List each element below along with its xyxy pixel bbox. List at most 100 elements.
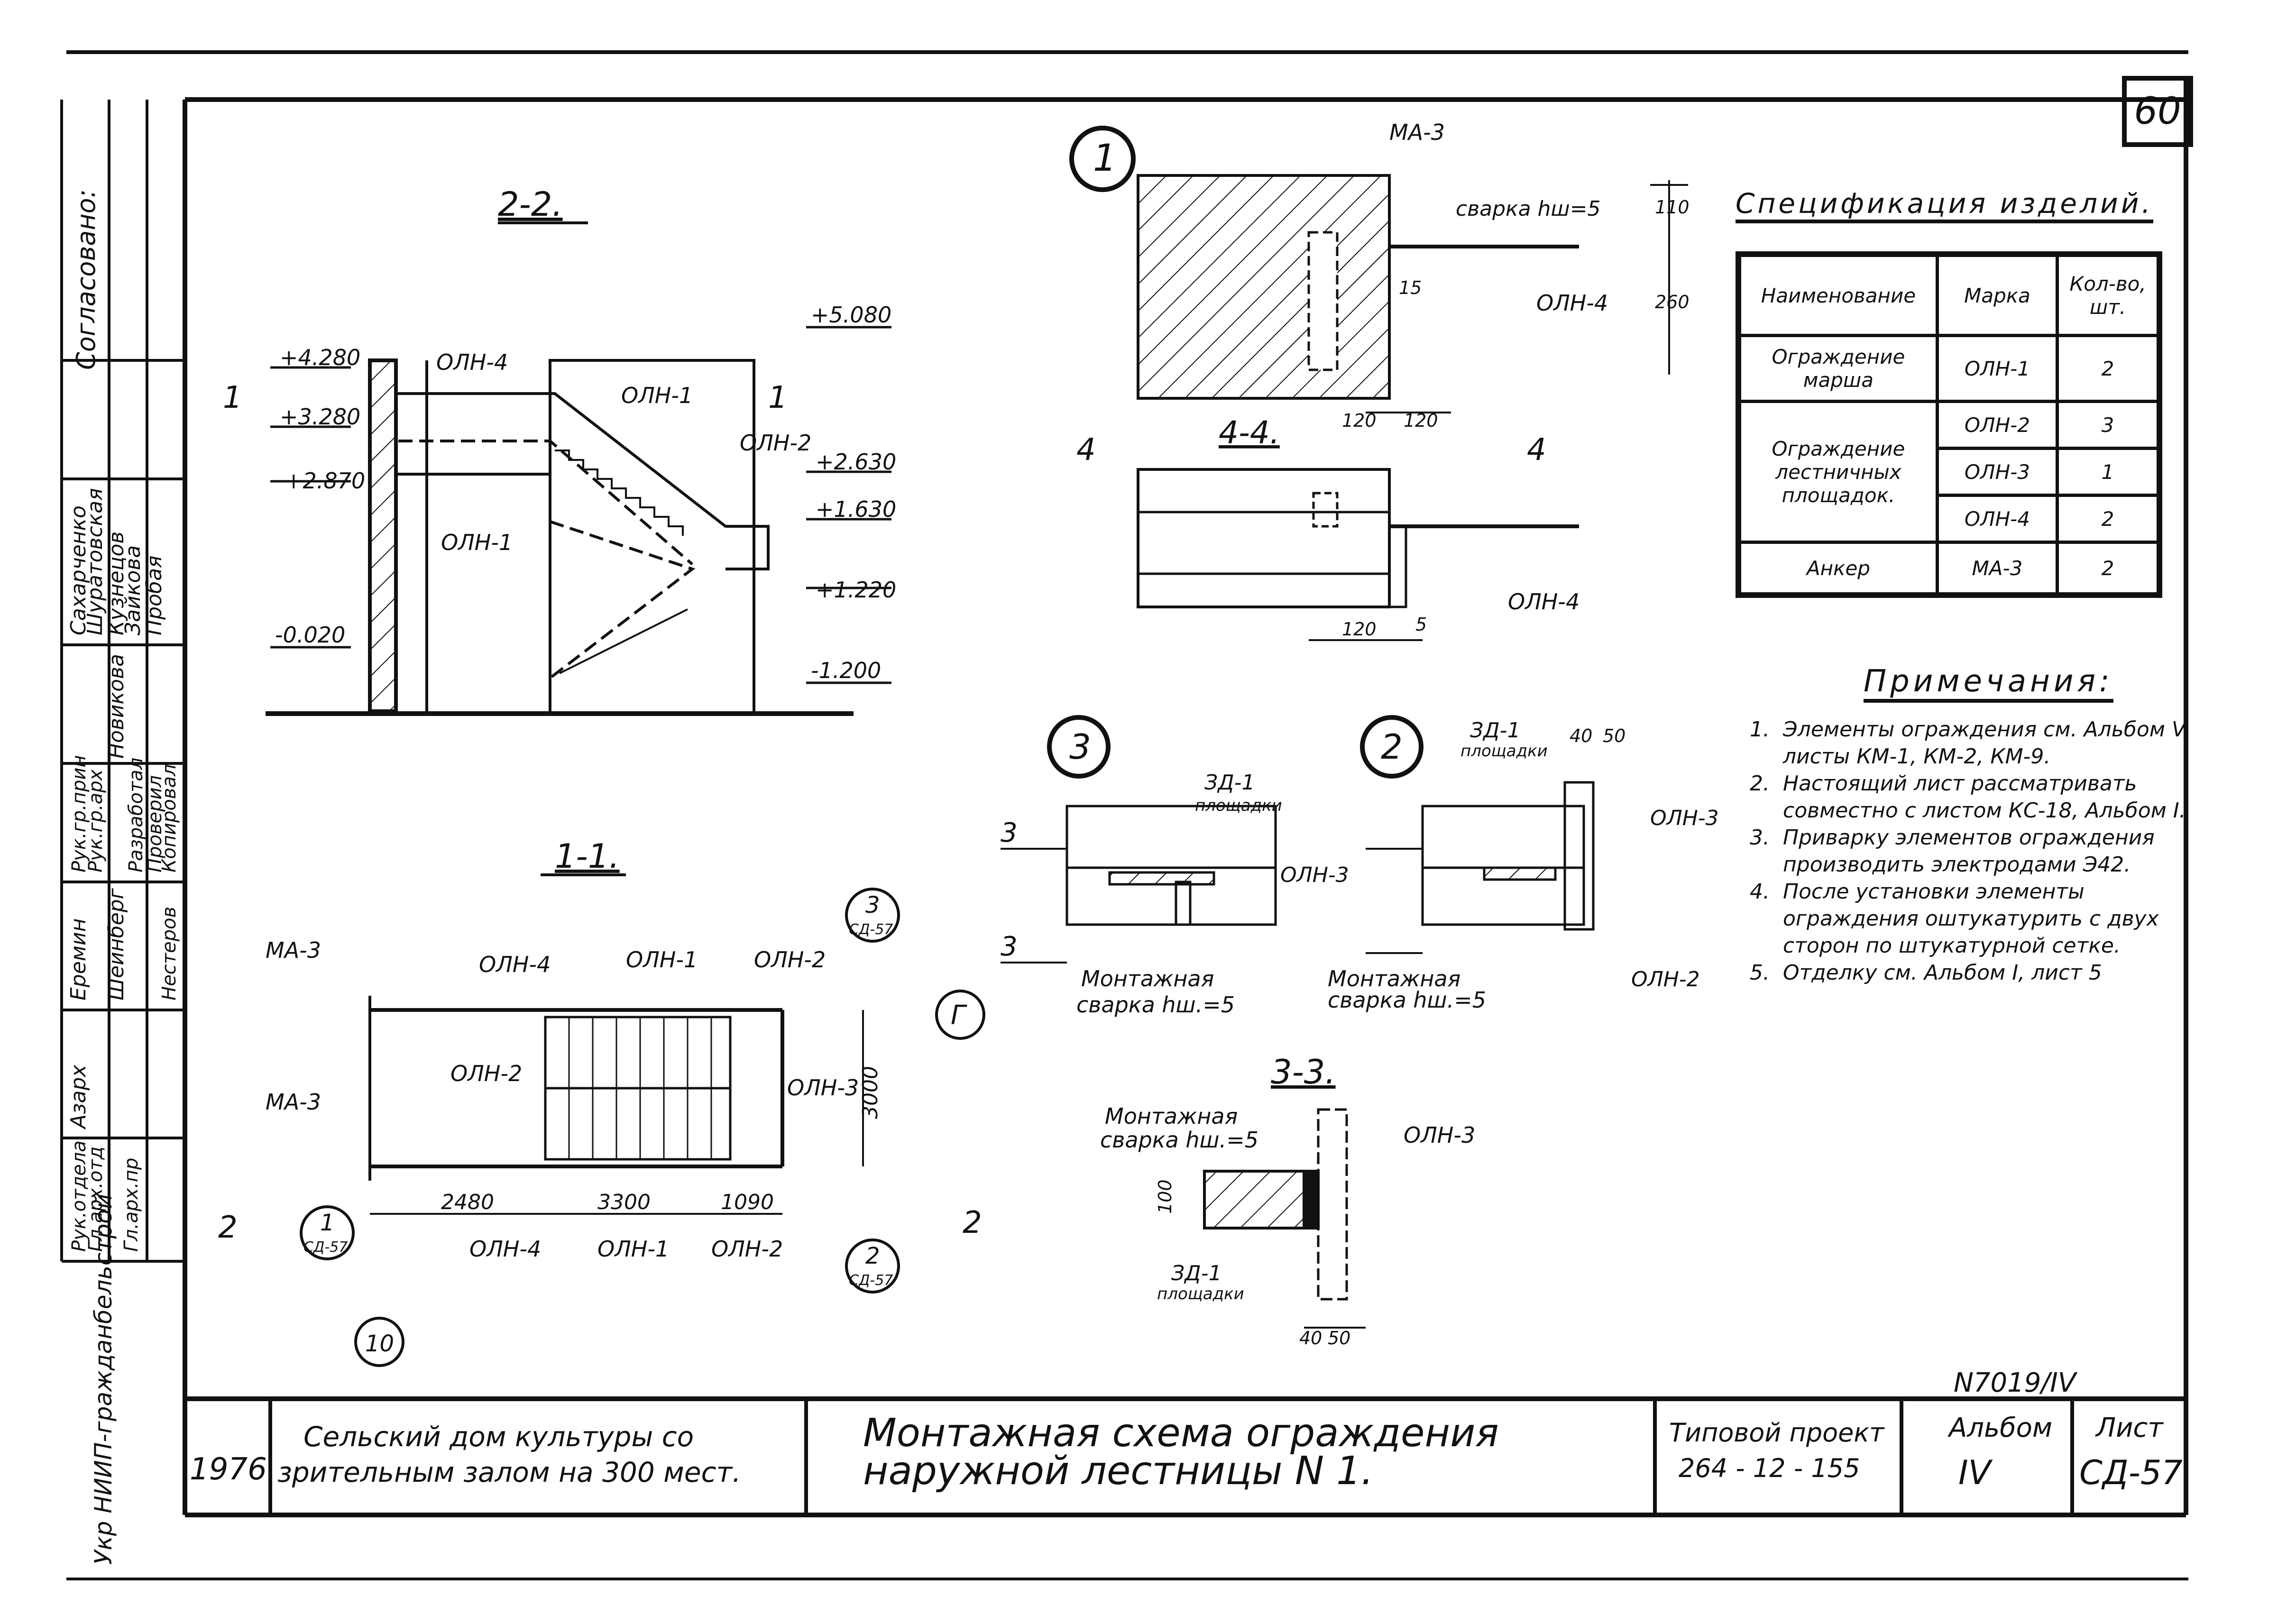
table-row: Ограждение марша ОЛН-1 2 — [1736, 334, 2161, 403]
stamp-role2-2: Проверил — [144, 775, 166, 872]
label-oln4-c: ОЛН-4 — [1508, 589, 1580, 615]
label-oln3-a: ОЛН-3 — [787, 1075, 859, 1101]
spec-qty: 1 — [2056, 447, 2161, 497]
cut-4-right: 4 — [1527, 432, 1546, 468]
elev-1220: +1.220 — [816, 577, 896, 603]
elev-5080: +5.080 — [811, 302, 891, 328]
elev-1630: +1.630 — [816, 496, 896, 522]
sheet-number: 60 — [2122, 76, 2193, 147]
list-item: 3.Приварку элементов ограждения производ… — [1750, 824, 2195, 878]
tb-title-1: Монтажная схема ограждения — [863, 1411, 1499, 1456]
label-ma3-a: МА-3 — [1389, 119, 1445, 145]
side-stamp: Согласовано: Рук.гр.прин Рук.гр.арх Рук.… — [66, 189, 180, 1565]
cut-2-right: 2 — [963, 1205, 982, 1240]
label-oln4-d: ОЛН-4 — [479, 952, 551, 977]
dim-260: 260 — [1655, 292, 1690, 312]
dim-1090: 1090 — [721, 1190, 774, 1214]
label-oln2-c: ОЛН-2 — [450, 1061, 522, 1086]
label-zd1-a: ЗД-1 — [1204, 771, 1255, 795]
spec-qty: 3 — [2056, 400, 2161, 450]
spec-mark: ОЛН-1 — [1935, 334, 2059, 403]
spec-h-name: Наименование — [1736, 252, 1939, 337]
tb-object-1: Сельский дом культуры со — [303, 1421, 694, 1453]
callout-3-ref: СД-57 — [849, 921, 893, 938]
label-oln3-d: ОЛН-3 — [1404, 1122, 1475, 1148]
stamp-role-5: Гл.арх.пр — [120, 1158, 142, 1252]
table-row: Анкер МА-3 2 — [1736, 541, 2161, 597]
axis-10: 10 — [365, 1330, 394, 1357]
label-ma3-b: МА-3 — [266, 937, 321, 963]
sheet-frame — [60, 50, 2188, 1580]
dim-110: 110 — [1655, 197, 1690, 218]
label-oln4-b: ОЛН-4 — [1536, 290, 1608, 316]
stamp-role2-1: Разработал — [125, 758, 147, 872]
note-text: Отделку см. Альбом I, лист 5 — [1783, 961, 2102, 985]
label-oln4-e: ОЛН-4 — [469, 1236, 541, 1262]
callout-2: 2 — [865, 1243, 880, 1269]
spec-header-row: Наименование Марка Кол-во, шт. — [1736, 252, 2161, 337]
table-row: ОЛН-4 2 — [1738, 494, 2161, 544]
label-mount-b: Монтажная — [1328, 966, 1460, 991]
elev-3280: +3.280 — [280, 404, 360, 430]
label-zd1-sub-b: площадки — [1460, 742, 1548, 761]
stamp-role2-4: Нестеров — [158, 907, 180, 1000]
spec-name: Ограждение марша — [1736, 334, 1939, 403]
section-4-4: 4-4. — [1137, 414, 1579, 641]
note-number: 5. — [1750, 961, 1770, 985]
tb-sheet-label: Лист — [2095, 1413, 2164, 1443]
spec-h-mark: Марка — [1935, 252, 2059, 337]
stamp-role-3: Рук.отдела — [68, 1140, 90, 1252]
note-text: Настоящий лист рассматривать совместно с… — [1783, 771, 2186, 823]
spec-mark: ОЛН-3 — [1935, 447, 2059, 497]
callout-3: 3 — [865, 892, 880, 918]
spec-h-qty: Кол-во, шт. — [2056, 252, 2161, 337]
dim-120-b: 120 — [1404, 410, 1438, 431]
stamp-name-9: Пробая — [142, 555, 166, 635]
dim-15: 15 — [1399, 277, 1422, 298]
label-ma3-c: МА-3 — [266, 1089, 321, 1115]
label-mount-a: Монтажная — [1081, 966, 1214, 991]
label-oln2-a: ОЛН-2 — [740, 430, 811, 456]
spec-name: Ограждение лестничных площадок. — [1736, 400, 1939, 544]
detail-3 — [1001, 715, 1277, 963]
stamp-name-3: Азарх — [66, 1064, 91, 1130]
note-text: После установки элементы ограждения ошту… — [1783, 880, 2159, 958]
label-oln1-c: ОЛН-1 — [626, 947, 698, 973]
label-oln1-a: ОЛН-1 — [621, 383, 693, 408]
dim-120-a: 120 — [1342, 410, 1377, 431]
tb-year: 1976 — [190, 1452, 267, 1487]
stamp-role-4: Гл.арх.отд — [85, 1147, 107, 1252]
callout-1-ref: СД-57 — [303, 1239, 348, 1256]
spec-mark: ОЛН-2 — [1935, 400, 2059, 450]
section-2-2: 2-2. — [266, 185, 891, 716]
detail-2-number: 2 — [1381, 727, 1403, 767]
detail-3-cut-a: 3 — [1001, 817, 1018, 848]
elev-4280: +4.280 — [280, 345, 360, 370]
label-oln3-c: ОЛН-3 — [1650, 806, 1719, 830]
note-text: Элементы ограждения см. Альбом V, листы … — [1783, 717, 2190, 769]
spec-qty: 2 — [2056, 541, 2161, 597]
list-item: 5. Отделку см. Альбом I, лист 5 — [1750, 959, 2195, 986]
note-number: 4. — [1750, 880, 1770, 904]
label-oln1-b: ОЛН-1 — [441, 530, 513, 555]
section-2-2-labels: +5.080 +4.280 +3.280 +2.870 +2.630 +1.63… — [223, 302, 896, 683]
section-3-3: 3-3. — [1203, 1053, 1366, 1329]
dim-2480: 2480 — [441, 1190, 494, 1214]
table-row: ОЛН-3 1 — [1738, 447, 2161, 497]
detail-3-number: 3 — [1069, 727, 1091, 767]
dim-50-b: 50 — [1328, 1328, 1350, 1349]
callout-2-ref: СД-57 — [849, 1272, 893, 1289]
dim-100: 100 — [1155, 1179, 1176, 1214]
label-oln4-a: ОЛН-4 — [436, 349, 508, 375]
stamp-role2-3: Копировал — [158, 764, 180, 872]
section-1-1-title: 1-1. — [555, 837, 620, 876]
cut-1-right: 1 — [768, 380, 788, 415]
stamp-agreed: Согласовано: — [71, 189, 101, 370]
stamp-name-6: Шуратовская — [83, 488, 107, 635]
tb-sheet: СД-57 — [2079, 1453, 2183, 1492]
label-weld-a: сварка hш=5 — [1456, 197, 1601, 221]
axis-g: Г — [951, 1000, 967, 1031]
note-number: 1. — [1750, 717, 1770, 742]
label-zd1-c: ЗД-1 — [1171, 1261, 1221, 1285]
